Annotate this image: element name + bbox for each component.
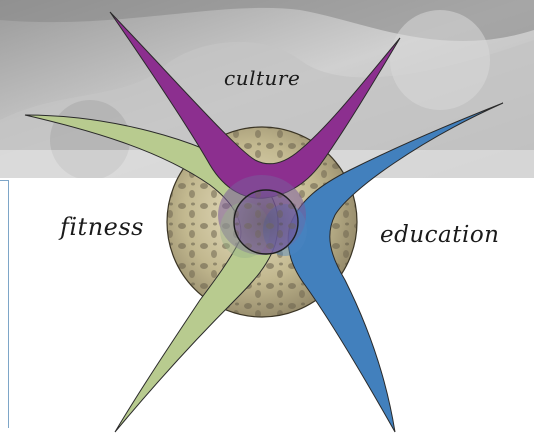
frame-edge-top — [0, 180, 8, 181]
culture-label: culture — [224, 66, 300, 90]
fitness-label: fitness — [60, 213, 144, 241]
education-label: education — [380, 222, 500, 248]
frame-edge-left — [8, 180, 9, 428]
nucleus — [234, 190, 298, 254]
